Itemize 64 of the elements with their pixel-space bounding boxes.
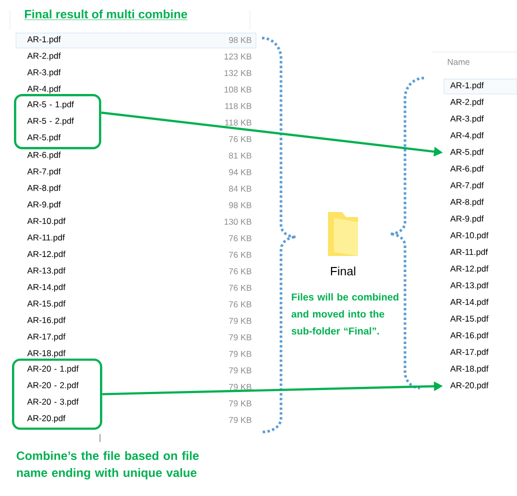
file-name: AR-10.pdf (450, 232, 488, 240)
file-name: AR-17.pdf (27, 333, 66, 342)
file-size: 76 KB (229, 235, 252, 242)
file-name: AR-2.pdf (27, 52, 61, 60)
file-name: AR-4.pdf (450, 132, 484, 140)
file-size: 79 KB (229, 334, 252, 340)
file-size: 76 KB (229, 284, 252, 291)
file-name: AR-16.pdf (27, 316, 66, 325)
file-size: 76 KB (229, 252, 252, 258)
file-size: 84 KB (229, 186, 252, 192)
file-size: 76 KB (229, 136, 252, 142)
file-name: AR-11.pdf (450, 248, 488, 257)
file-size: 81 KB (229, 152, 252, 159)
column-header: Name (448, 59, 470, 65)
file-size: 76 KB (229, 301, 252, 308)
file-name: AR-5.pdf (450, 148, 484, 157)
group-box: AR-20 - 1.pdf AR-20 - 2.pdf AR-20 - 3.pdf AR-20.pdf (12, 358, 102, 430)
file-size: 123 KB (224, 54, 252, 60)
file-name: AR-14.pdf (450, 298, 488, 307)
file-name: AR-10.pdf (27, 218, 66, 226)
file-name: AR-18.pdf (450, 365, 488, 374)
file-size: 79 KB (229, 350, 252, 357)
file-name: AR-7.pdf (27, 168, 61, 176)
file-name: AR-9.pdf (27, 201, 61, 210)
folder-name: Final (330, 266, 356, 276)
file-name: AR-13.pdf (450, 282, 488, 290)
file-size: 98 KB (229, 202, 252, 208)
file-size: 76 KB (229, 268, 252, 274)
file-name: AR-14.pdf (27, 284, 66, 292)
file-name: AR-8.pdf (27, 184, 61, 193)
group-box: AR-5 - 1.pdf AR-5 - 2.pdf AR-5.pdf (14, 94, 102, 150)
file-name: AR-15.pdf (450, 315, 488, 324)
file-size: 118 KB (225, 120, 252, 126)
file-name: AR-11.pdf (27, 234, 65, 242)
file-name: AR-13.pdf (27, 267, 66, 276)
file-size: 98 KB (229, 36, 252, 43)
file-name: AR-15.pdf (27, 300, 66, 308)
file-name: AR-3.pdf (27, 69, 61, 77)
file-size: 118 KB (225, 103, 252, 110)
file-size: 94 KB (229, 169, 252, 176)
file-name: AR-6.pdf (450, 165, 484, 174)
file-size: 79 KB (229, 384, 252, 390)
file-name: AR-2.pdf (450, 98, 484, 107)
file-size: 79 KB (229, 318, 252, 324)
file-name: AR-3.pdf (450, 115, 484, 124)
file-size: 130 KB (224, 218, 252, 225)
file-size: 79 KB (229, 416, 252, 423)
file-name: AR-1.pdf (27, 36, 61, 44)
file-name: AR-16.pdf (450, 332, 488, 340)
file-name: AR-8.pdf (450, 198, 484, 207)
file-size: 108 KB (224, 86, 252, 93)
file-name: AR-12.pdf (27, 250, 66, 259)
file-size: 79 KB (229, 400, 252, 406)
note-text: Files will be combined and moved into the sub-folder “Final”. (292, 293, 398, 335)
file-name: AR-17.pdf (450, 348, 488, 357)
file-name: AR-1.pdf (450, 82, 484, 90)
file-name: AR-9.pdf (450, 215, 484, 224)
file-size: 132 KB (224, 70, 252, 76)
title: Final result of multi combine (24, 10, 188, 20)
file-name: AR-12.pdf (450, 265, 488, 274)
file-name: AR-20.pdf (450, 382, 488, 390)
caption: Combine’s the file based on file name ending with unique value (16, 451, 199, 480)
file-name: AR-7.pdf (450, 182, 484, 190)
file-size: 79 KB (229, 367, 252, 374)
